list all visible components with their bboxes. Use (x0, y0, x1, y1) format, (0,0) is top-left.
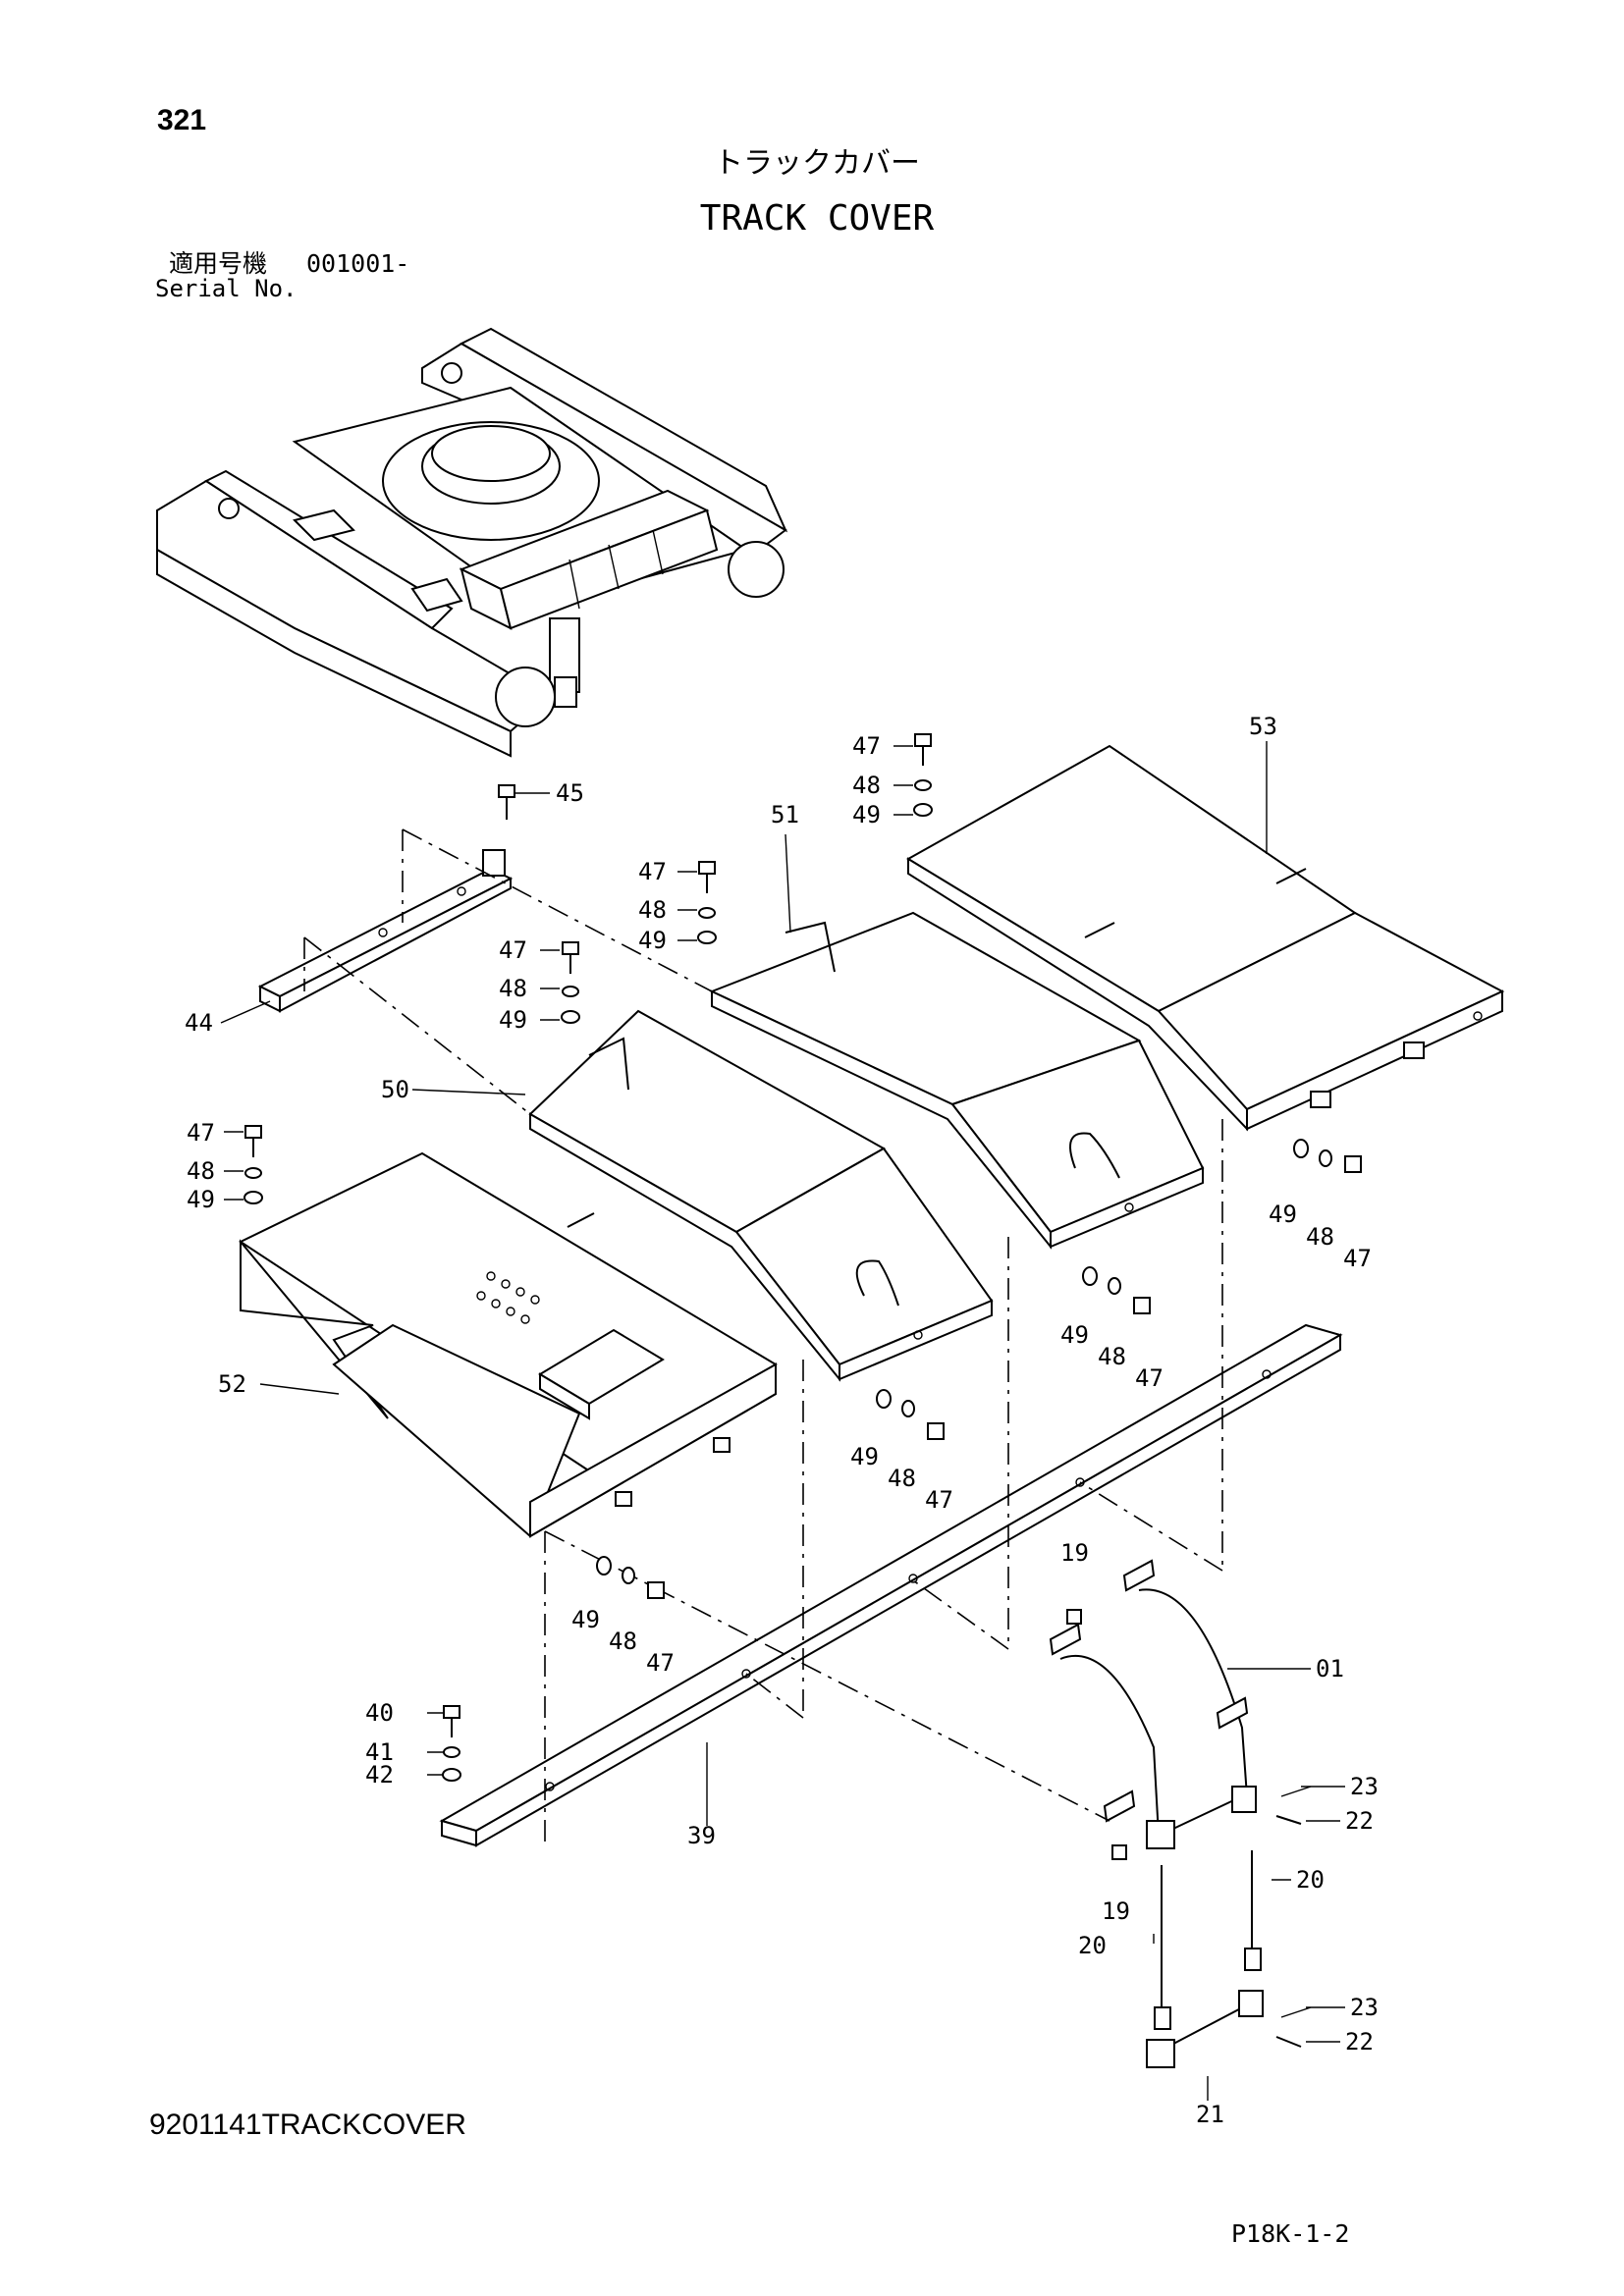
sheet-reference: P18K-1-2 (1231, 2219, 1350, 2248)
rail-39-drawing (439, 1323, 1343, 1847)
callout-47: 47 (1135, 1364, 1164, 1392)
callout-48: 48 (1306, 1223, 1334, 1251)
callout-19: 19 (1060, 1539, 1089, 1567)
page-number: 321 (157, 104, 207, 136)
serial-number-value: 001001- (306, 249, 410, 278)
callout-49: 49 (850, 1443, 879, 1470)
callout-49: 49 (499, 1006, 527, 1034)
callout-47: 47 (1343, 1245, 1372, 1272)
callout-47: 47 (638, 858, 667, 885)
callout-40: 40 (365, 1699, 394, 1727)
callout-50: 50 (381, 1076, 409, 1103)
bracket-44-drawing (257, 849, 514, 1013)
callout-22: 22 (1345, 1807, 1374, 1835)
callout-39: 39 (687, 1822, 716, 1849)
title-japanese: トラックカバー (714, 146, 920, 181)
callout-48: 48 (852, 772, 881, 799)
undercarriage-overview-drawing (156, 327, 788, 758)
callout-41: 41 (365, 1738, 394, 1766)
hardware-fasteners (244, 733, 1362, 2048)
callout-52: 52 (218, 1370, 246, 1398)
serial-label-japanese: 適用号機 (169, 249, 268, 278)
callout-49: 49 (638, 927, 667, 954)
callout-47: 47 (852, 732, 881, 760)
cover-52-drawing (238, 1151, 778, 1538)
callout-47: 47 (499, 936, 527, 964)
callout-48: 48 (609, 1628, 637, 1655)
handrail-01-drawing (1049, 1559, 1264, 2068)
callout-49: 49 (1060, 1321, 1089, 1349)
callout-22: 22 (1345, 2028, 1374, 2056)
callout-53: 53 (1249, 713, 1277, 740)
callout-48: 48 (1098, 1343, 1126, 1370)
callout-49: 49 (187, 1186, 215, 1213)
callout-45: 45 (556, 779, 584, 807)
callout-01: 01 (1316, 1655, 1344, 1682)
callout-47: 47 (925, 1486, 953, 1514)
document-code: 9201141TRACKCOVER (149, 2109, 466, 2141)
callout-21: 21 (1196, 2101, 1224, 2128)
callout-23: 23 (1350, 1773, 1379, 1800)
callout-47: 47 (187, 1119, 215, 1147)
callout-49: 49 (1269, 1201, 1297, 1228)
callout-42: 42 (365, 1761, 394, 1789)
callout-labels: 45 47 48 49 53 51 47 48 49 47 48 49 44 5… (185, 713, 1379, 2128)
cover-50-drawing (528, 1009, 994, 1382)
callout-47: 47 (646, 1649, 675, 1677)
serial-label-english: Serial No. (155, 275, 298, 302)
callout-20: 20 (1296, 1866, 1325, 1894)
callout-19: 19 (1102, 1897, 1130, 1925)
cover-51-drawing (709, 911, 1205, 1250)
callout-44: 44 (185, 1009, 213, 1037)
callout-48: 48 (499, 975, 527, 1002)
callout-51: 51 (771, 801, 799, 828)
cover-53-drawing (906, 744, 1505, 1132)
callout-48: 48 (888, 1465, 916, 1492)
callout-23: 23 (1350, 1994, 1379, 2021)
leader-lines (220, 741, 1345, 2101)
assembly-lines (303, 828, 1223, 1845)
callout-48: 48 (187, 1157, 215, 1185)
callout-49: 49 (852, 801, 881, 828)
callout-48: 48 (638, 896, 667, 924)
callout-49: 49 (571, 1606, 600, 1633)
callout-20: 20 (1078, 1932, 1107, 1959)
title-english: TRACK COVER (699, 198, 935, 239)
